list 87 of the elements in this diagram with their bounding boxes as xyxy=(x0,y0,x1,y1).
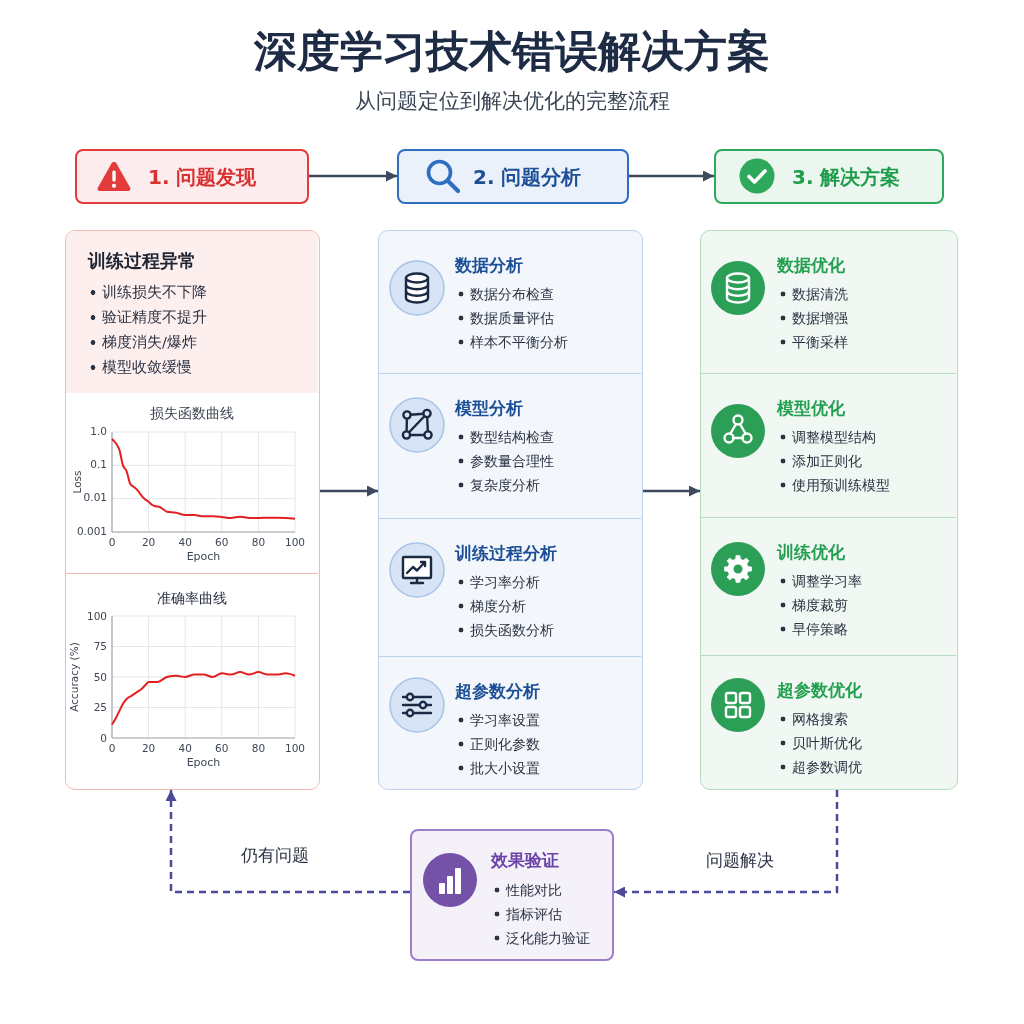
dashed-arrow xyxy=(614,790,839,898)
arrow xyxy=(309,170,397,182)
tick-label: 1.0 xyxy=(90,424,107,439)
section-heading: 训练优化 xyxy=(777,540,845,563)
list-item: 网格搜索 xyxy=(779,709,848,728)
tick-label: 75 xyxy=(93,639,107,652)
list-item: 数据增强 xyxy=(779,309,848,327)
section-heading: 训练过程异常 xyxy=(88,250,196,272)
list-item: 学习率分析 xyxy=(457,572,540,591)
list-item: 贝叶斯优化 xyxy=(779,733,862,752)
list-item: 数据清洗 xyxy=(779,285,848,303)
process-box xyxy=(410,829,614,961)
section-heading: 数据优化 xyxy=(777,254,845,276)
step-header xyxy=(714,149,944,204)
list-item: 超参数调优 xyxy=(779,757,862,776)
tick-label: 60 xyxy=(215,535,229,550)
list-item: 泛化能力验证 xyxy=(493,929,590,947)
list-item: 复杂度分析 xyxy=(457,475,540,494)
axis-label: Epoch xyxy=(186,755,221,769)
list-item: 早停策略 xyxy=(779,619,848,638)
list-item: 指标评估 xyxy=(493,905,562,923)
tick-label: 100 xyxy=(285,741,305,754)
section-heading: 训练过程分析 xyxy=(455,541,557,564)
tick-label: 25 xyxy=(93,700,107,713)
panel-section xyxy=(66,231,318,394)
tick-label: 20 xyxy=(141,535,156,550)
step-header xyxy=(397,149,629,204)
section-heading: 数据分析 xyxy=(455,254,523,276)
dashed-arrow xyxy=(165,790,410,894)
list-item: 梯度消失/爆炸 xyxy=(89,333,197,352)
list-item: 性能对比 xyxy=(493,881,562,899)
list-item: 损失函数分析 xyxy=(457,620,554,639)
section-heading: 效果验证 xyxy=(491,849,559,871)
chart-title: 准确率曲线 xyxy=(157,588,227,607)
list-item: 模型收敛缓慢 xyxy=(89,358,192,377)
list-item: 数据分布检查 xyxy=(457,285,554,303)
column-panel xyxy=(700,230,958,790)
tick-label: 0 xyxy=(100,731,107,744)
section-heading: 超参数优化 xyxy=(777,678,862,701)
list-item: 验证精度不提升 xyxy=(89,308,207,327)
list-item: 添加正则化 xyxy=(779,451,862,470)
section-heading: 超参数分析 xyxy=(455,679,540,702)
step-title: 3. 解决方案 xyxy=(792,164,901,189)
arrow xyxy=(320,485,378,497)
list-item: 调整模型结构 xyxy=(779,427,876,446)
tick-label: 0.001 xyxy=(76,524,107,539)
list-item: 训练损失不下降 xyxy=(89,283,207,302)
tick-label: 100 xyxy=(86,609,107,622)
list-item: 正则化参数 xyxy=(457,734,540,753)
list-item: 批大小设置 xyxy=(457,758,540,777)
section-heading: 模型优化 xyxy=(777,396,845,419)
subtitle: 从问题定位到解决优化的完整流程 xyxy=(354,87,670,115)
tick-label: 0 xyxy=(108,741,116,754)
tick-label: 100 xyxy=(285,535,305,550)
list-item: 数据质量评估 xyxy=(457,309,554,327)
axis-label: Loss xyxy=(71,470,84,493)
column-panel xyxy=(378,230,643,790)
axis-label: Epoch xyxy=(186,549,221,564)
tick-label: 80 xyxy=(251,741,266,754)
tick-label: 60 xyxy=(215,741,229,754)
arrow xyxy=(643,485,700,497)
tick-label: 0.01 xyxy=(83,491,107,505)
page-title: 深度学习技术错误解决方案 xyxy=(254,25,770,78)
list-item: 梯度分析 xyxy=(457,596,526,615)
list-item: 学习率设置 xyxy=(457,710,540,729)
list-item: 数型结构检查 xyxy=(457,427,554,446)
tick-label: 40 xyxy=(178,741,192,754)
list-item: 调整学习率 xyxy=(779,571,862,590)
tick-label: 50 xyxy=(93,670,107,683)
list-item: 样本不平衡分析 xyxy=(457,333,568,351)
tick-label: 20 xyxy=(141,741,156,754)
step-header xyxy=(75,149,309,204)
section-heading: 模型分析 xyxy=(455,396,523,419)
arrow xyxy=(629,170,714,182)
list-item: 参数量合理性 xyxy=(457,451,554,470)
tick-label: 40 xyxy=(178,535,192,550)
list-item: 平衡采样 xyxy=(779,333,848,351)
step-title: 1. 问题发现 xyxy=(148,164,257,189)
tick-label: 80 xyxy=(251,535,266,550)
step-title: 2. 问题分析 xyxy=(473,164,582,189)
chart-title: 损失函数曲线 xyxy=(150,404,234,423)
tick-label: 0.1 xyxy=(90,458,107,472)
list-item: 使用预训练模型 xyxy=(779,475,890,494)
column-panel xyxy=(65,230,320,790)
axis-label: Accuracy (%) xyxy=(68,641,80,712)
list-item: 梯度裁剪 xyxy=(779,595,848,614)
tick-label: 0 xyxy=(108,535,116,550)
